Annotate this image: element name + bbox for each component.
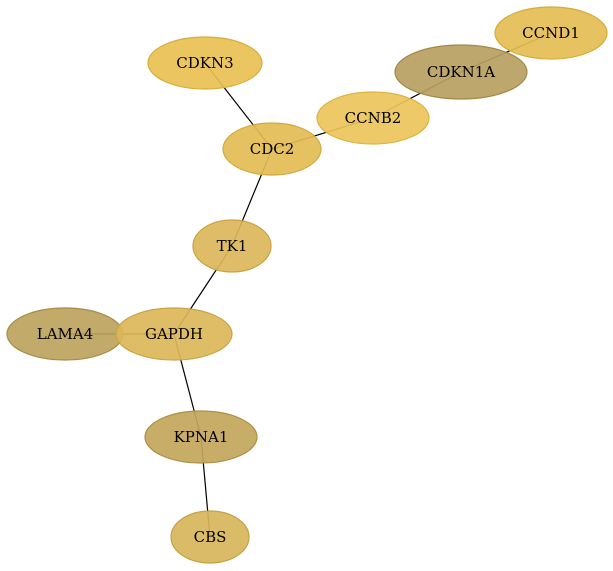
node-cdc2: CDC2 [222, 122, 322, 176]
edges-layer [65, 32, 552, 538]
node-ccnb2: CCNB2 [316, 91, 430, 145]
node-tk1: TK1 [192, 219, 272, 273]
node-gapdh: GAPDH [115, 307, 233, 361]
node-ellipse-ccnb2 [316, 91, 430, 145]
node-label-cdc2: CDC2 [250, 140, 295, 158]
node-label-ccnb2: CCNB2 [345, 109, 402, 127]
node-ellipse-cdkn1a [394, 44, 528, 100]
node-ellipse-kpna1 [144, 410, 258, 464]
node-ellipse-cbs [170, 510, 250, 564]
node-label-lama4: LAMA4 [37, 325, 94, 343]
node-cbs: CBS [170, 510, 250, 564]
node-label-cdkn3: CDKN3 [176, 54, 233, 72]
node-label-cbs: CBS [194, 528, 227, 546]
node-label-cdkn1a: CDKN1A [427, 63, 495, 81]
node-lama4: LAMA4 [6, 307, 124, 361]
node-label-gapdh: GAPDH [145, 325, 203, 343]
node-ellipse-gapdh [115, 307, 233, 361]
node-ellipse-cdkn3 [147, 36, 263, 90]
node-label-kpna1: KPNA1 [174, 428, 229, 446]
node-cdkn3: CDKN3 [147, 36, 263, 90]
node-ellipse-ccnd1 [494, 6, 608, 60]
node-label-tk1: TK1 [217, 237, 248, 255]
node-kpna1: KPNA1 [144, 410, 258, 464]
node-cdkn1a: CDKN1A [394, 44, 528, 100]
node-ellipse-cdc2 [222, 122, 322, 176]
node-label-ccnd1: CCND1 [522, 24, 580, 42]
node-ccnd1: CCND1 [494, 6, 608, 60]
node-ellipse-tk1 [192, 219, 272, 273]
